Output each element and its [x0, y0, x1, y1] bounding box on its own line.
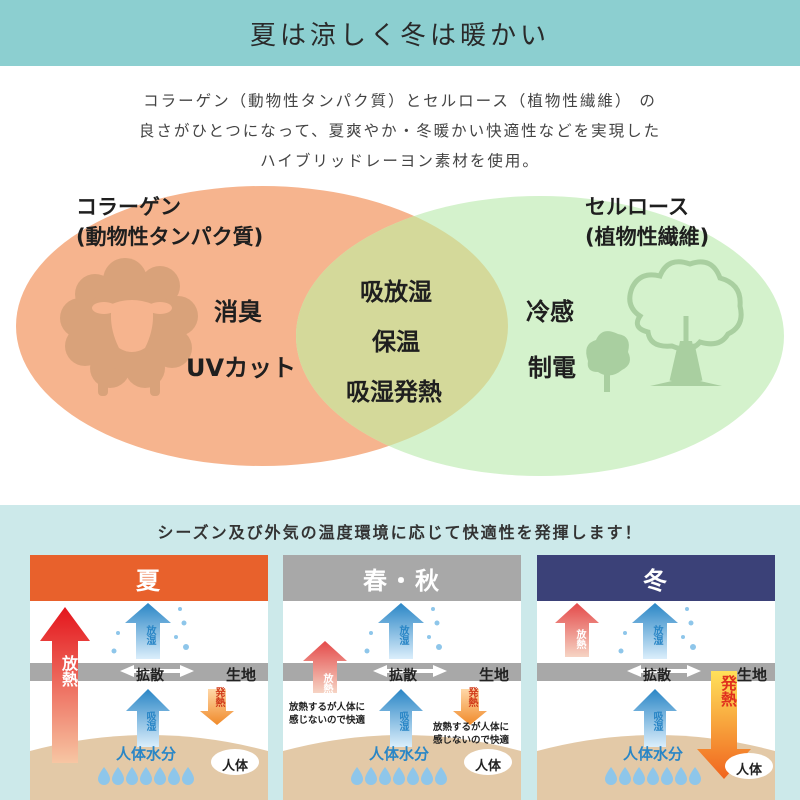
feature-moisture: 吸放湿: [360, 278, 432, 306]
body-area: [30, 735, 268, 800]
feature-deodorize: 消臭: [214, 298, 262, 326]
heat-release-arrow: [40, 607, 90, 763]
feature-absorb-heat: 吸湿発熱: [346, 378, 442, 406]
winter-release-label: 放湿: [651, 625, 662, 645]
intro-line: ハイブリッドレーヨン素材を使用。: [260, 152, 540, 170]
page-title: 夏は涼しく冬は暖かい: [249, 20, 550, 51]
spring-water-label: 人体水分: [369, 745, 430, 763]
moisture-release-arrow: [632, 603, 678, 659]
summer-absorb-label: 吸湿: [144, 711, 155, 731]
spring-small-label: 発熱: [466, 687, 477, 707]
summer-big-label: 放熱: [59, 655, 78, 687]
summer-body-label: 人体: [222, 759, 249, 774]
water-drops: [98, 767, 194, 785]
season-card-winter: 冬 発熱 放熱 放湿: [537, 555, 775, 800]
summer-diffuse-label: 拡散: [136, 668, 164, 684]
season-card-summer: 夏: [30, 555, 268, 800]
collagen-label-title: コラーゲン: [76, 195, 181, 219]
spring-autumn-diagram: [283, 603, 521, 800]
moisture-absorb-arrow: [379, 689, 423, 747]
summer-diagram: [30, 603, 268, 800]
venn-diagram: コラーゲン (動物性タンパク質) セルロース (植物性繊維) 消臭 UVカット …: [0, 176, 800, 496]
winter-big-label: 発熱: [718, 675, 737, 707]
winter-fabric-label: 生地: [737, 666, 768, 684]
spring-release-label: 放湿: [397, 625, 408, 645]
moisture-absorb-arrow: [633, 689, 677, 747]
heat-generate-arrow: [200, 689, 234, 725]
season-header-spring-autumn: 春・秋: [283, 555, 521, 601]
spring-note-left: 放熱するが人体に 感じないので快適: [289, 702, 366, 726]
spring-note-right: 放熱するが人体に 感じないので快適: [433, 722, 510, 746]
diffuse-arrow: [120, 665, 194, 677]
overlap-area: [296, 196, 508, 466]
cellulose-label: セルロース (植物性繊維): [585, 192, 709, 252]
moisture-absorb-arrow: [126, 689, 170, 747]
season-card-spring-autumn: 春・秋 放熱 放湿 拡散: [283, 555, 521, 800]
bubbles: [111, 607, 189, 654]
tree-icon: [586, 259, 744, 392]
spring-absorb-label: 吸湿: [397, 711, 408, 731]
sheep-icon: [60, 258, 198, 396]
heat-generate-arrow: [453, 689, 487, 725]
summer-water-label: 人体水分: [116, 745, 177, 763]
venn-shapes: [16, 186, 784, 476]
summer-release-label: 放湿: [144, 625, 155, 645]
season-header-summer: 夏: [30, 555, 268, 601]
feature-antistatic: 制電: [528, 354, 576, 382]
feature-heat-retain: 保温: [372, 328, 420, 356]
spring-body-label: 人体: [475, 759, 502, 774]
winter-body-label: 人体: [736, 763, 763, 778]
seasons-section: シーズン及び外気の温度環境に応じて快適性を発揮します！ 夏: [0, 505, 800, 800]
moisture-release-arrow: [378, 603, 424, 659]
feature-cool: 冷感: [526, 298, 574, 326]
heat-release-arrow: [303, 641, 347, 693]
cellulose-label-title: セルロース: [585, 195, 689, 219]
moisture-release-arrow: [125, 603, 171, 659]
spring-fabric-label: 生地: [479, 666, 510, 684]
winter-diffuse-label: 拡散: [643, 668, 671, 684]
intro-text: コラーゲン（動物性タンパク質）とセルロース（植物性繊維） の 良さがひとつになっ…: [0, 86, 800, 176]
spring-diffuse-label: 拡散: [389, 668, 417, 684]
feature-uv-cut: UVカット: [186, 354, 297, 382]
seasons-title: シーズン及び外気の温度環境に応じて快適性を発揮します！: [157, 523, 643, 542]
collagen-label-sub: (動物性タンパク質): [76, 225, 264, 249]
summer-small-label: 発熱: [213, 687, 224, 707]
cellulose-label-sub: (植物性繊維): [585, 225, 710, 249]
header-banner: 夏は涼しく冬は暖かい: [0, 0, 800, 66]
collagen-label: コラーゲン (動物性タンパク質): [76, 192, 263, 252]
intro-line: コラーゲン（動物性タンパク質）とセルロース（植物性繊維） の: [143, 92, 657, 110]
body-badge: [211, 749, 259, 775]
winter-diagram: [537, 603, 775, 800]
winter-absorb-label: 吸湿: [651, 711, 662, 731]
summer-fabric-label: 生地: [226, 666, 257, 684]
heat-release-arrow: [555, 603, 599, 657]
heat-generate-arrow: [697, 671, 751, 779]
spring-big-label: 放熱: [321, 673, 332, 693]
winter-water-label: 人体水分: [623, 745, 684, 763]
winter-small-label: 放熱: [574, 629, 585, 649]
intro-line: 良さがひとつになって、夏爽やか・冬暖かい快適性などを実現した: [138, 122, 662, 140]
season-header-winter: 冬: [537, 555, 775, 601]
